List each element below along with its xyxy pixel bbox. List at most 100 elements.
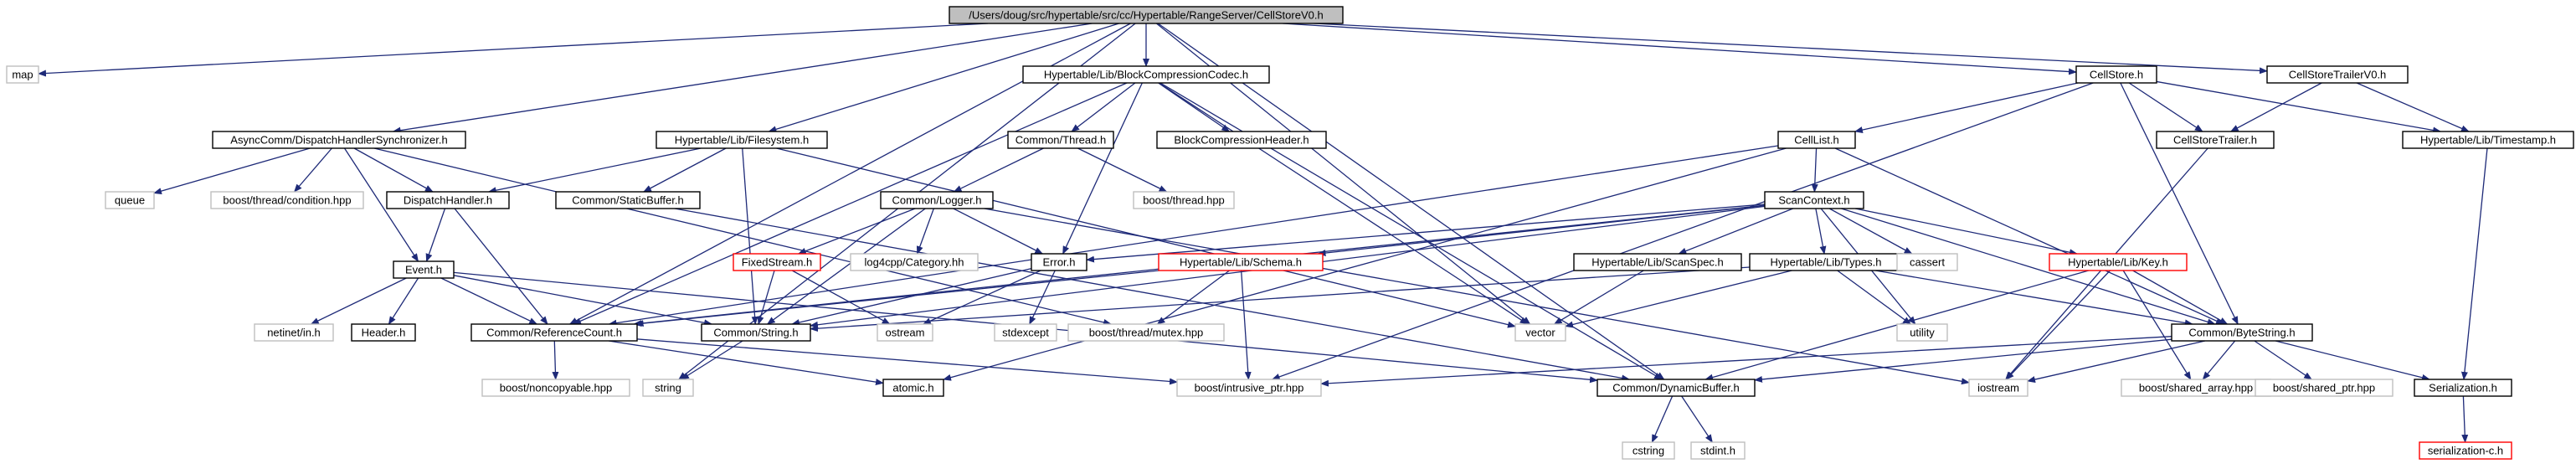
node-box-utility	[1896, 323, 1948, 342]
node-cst[interactable]: CellStoreTrailer.h	[2156, 131, 2275, 149]
node-fixed[interactable]: FixedStream.h	[733, 253, 821, 271]
node-atomic[interactable]: atomic.h	[882, 379, 944, 397]
node-label-celllist: CellList.h	[1794, 134, 1838, 147]
node-label-scanspec: Hypertable/Lib/ScanSpec.h	[1591, 256, 1724, 269]
node-dispatch[interactable]: DispatchHandler.h	[386, 191, 510, 209]
node-iptr[interactable]: boost/intrusive_ptr.hpp	[1176, 379, 1322, 397]
edge-root-to-async	[392, 23, 1093, 134]
node-box-cstv0	[2266, 65, 2409, 84]
node-label-queue: queue	[115, 194, 145, 207]
node-box-cstring	[1622, 441, 1675, 460]
node-label-schema: Hypertable/Lib/Schema.h	[1180, 256, 1302, 269]
node-netinet[interactable]: netinet/in.h	[254, 323, 334, 342]
node-box-dynbuf	[1597, 379, 1756, 397]
node-queue[interactable]: queue	[105, 191, 155, 209]
node-box-log4	[850, 253, 979, 271]
node-label-fixed: FixedStream.h	[742, 256, 813, 269]
node-error[interactable]: Error.h	[1031, 253, 1087, 271]
node-mutex[interactable]: boost/thread/mutex.hpp	[1067, 323, 1225, 342]
edge-bytestr-to-iptr	[1320, 336, 2172, 387]
node-shptr[interactable]: boost/shared_ptr.hpp	[2255, 379, 2393, 397]
node-stdexcept[interactable]: stdexcept	[994, 323, 1057, 342]
edge-root-to-cellstore	[1283, 23, 2077, 75]
node-box-map	[6, 65, 39, 84]
node-scanspec[interactable]: Hypertable/Lib/ScanSpec.h	[1573, 253, 1742, 271]
node-noncopy[interactable]: boost/noncopyable.hpp	[481, 379, 630, 397]
node-box-condition	[210, 191, 364, 209]
node-schema[interactable]: Hypertable/Lib/Schema.h	[1158, 253, 1324, 271]
node-refcount[interactable]: Common/ReferenceCount.h	[470, 323, 638, 342]
node-timestamp[interactable]: Hypertable/Lib/Timestamp.h	[2402, 131, 2574, 149]
edge-bytestr-to-iostream	[2027, 340, 2206, 383]
edge-bytestr-to-shptr	[2254, 340, 2312, 380]
node-fs[interactable]: Hypertable/Lib/Filesystem.h	[656, 131, 828, 149]
node-ostream[interactable]: ostream	[877, 323, 933, 342]
node-condition[interactable]: boost/thread/condition.hpp	[210, 191, 364, 209]
node-box-sbuf	[555, 191, 701, 209]
node-stdint[interactable]: stdint.h	[1690, 441, 1746, 460]
edge-types-to-utility	[1837, 270, 1912, 325]
node-logger[interactable]: Common/Logger.h	[880, 191, 994, 209]
node-serial[interactable]: Serialization.h	[2414, 379, 2512, 397]
edge-cellstore-to-iptr	[1271, 82, 2094, 380]
node-celllist[interactable]: CellList.h	[1777, 131, 1856, 149]
node-cstv0[interactable]: CellStoreTrailerV0.h	[2266, 65, 2409, 84]
node-cellstore[interactable]: CellStore.h	[2075, 65, 2157, 84]
edge-cstv0-to-cst	[2229, 82, 2322, 132]
node-map[interactable]: map	[6, 65, 39, 84]
edge-dynbuf-to-stdint	[1681, 395, 1713, 443]
node-label-bcc: Hypertable/Lib/BlockCompressionCodec.h	[1044, 69, 1248, 81]
edge-logger-to-log4	[916, 208, 934, 255]
node-label-bch: BlockCompressionHeader.h	[1174, 134, 1309, 147]
node-label-stdexcept: stdexcept	[1002, 327, 1049, 339]
node-label-condition: boost/thread/condition.hpp	[223, 194, 351, 207]
edge-dynbuf-to-cstring	[1651, 395, 1674, 443]
node-thread[interactable]: Common/Thread.h	[1007, 131, 1114, 149]
node-root[interactable]: /Users/doug/src/hypertable/src/cc/Hypert…	[949, 6, 1344, 24]
node-iostream[interactable]: iostream	[1968, 379, 2028, 397]
node-serialc[interactable]: serialization-c.h	[2419, 441, 2512, 460]
edge-event-to-cstr	[453, 275, 713, 327]
node-cstring[interactable]: cstring	[1622, 441, 1675, 460]
node-header[interactable]: Header.h	[351, 323, 416, 342]
node-label-ostream: ostream	[886, 327, 925, 339]
edge-sbuf-to-dynbuf	[674, 208, 1631, 382]
edge-async-to-mutex	[373, 147, 1113, 326]
node-scanctx[interactable]: ScanContext.h	[1764, 191, 1864, 209]
node-sharr[interactable]: boost/shared_array.hpp	[2121, 379, 2271, 397]
edge-thread-to-bthread	[1077, 147, 1168, 193]
edge-celllist-to-scanctx	[1811, 147, 1818, 193]
node-string[interactable]: string	[642, 379, 694, 397]
edge-root-to-map	[38, 23, 989, 77]
node-utility[interactable]: utility	[1896, 323, 1948, 342]
edge-fixed-to-ostream	[791, 270, 891, 325]
edge-scanctx-to-scanspec	[1678, 208, 1793, 255]
node-bytestr[interactable]: Common/ByteString.h	[2171, 323, 2313, 342]
node-event[interactable]: Event.h	[393, 260, 455, 279]
node-dynbuf[interactable]: Common/DynamicBuffer.h	[1597, 379, 1756, 397]
edge-key-to-sharr	[2122, 270, 2192, 380]
node-box-iptr	[1176, 379, 1322, 397]
node-sbuf[interactable]: Common/StaticBuffer.h	[555, 191, 701, 209]
node-label-key: Hypertable/Lib/Key.h	[2068, 256, 2168, 269]
node-bch[interactable]: BlockCompressionHeader.h	[1156, 131, 1327, 149]
node-cassert[interactable]: cassert	[1896, 253, 1958, 271]
edge-bcc-to-vector	[1158, 82, 1529, 325]
node-box-serialc	[2419, 441, 2512, 460]
node-box-stdint	[1690, 441, 1746, 460]
node-bcc[interactable]: Hypertable/Lib/BlockCompressionCodec.h	[1022, 65, 1270, 84]
edge-scanctx-to-bytestr	[1841, 208, 2216, 326]
node-box-event	[393, 260, 455, 279]
node-key[interactable]: Hypertable/Lib/Key.h	[2049, 253, 2188, 271]
node-log4[interactable]: log4cpp/Category.hh	[850, 253, 979, 271]
node-async[interactable]: AsyncComm/DispatchHandlerSynchronizer.h	[212, 131, 466, 149]
node-vector[interactable]: vector	[1514, 323, 1566, 342]
edge-logger-to-fixed	[797, 208, 916, 255]
edge-async-to-condition	[293, 147, 332, 193]
node-types[interactable]: Hypertable/Lib/Types.h	[1749, 253, 1903, 271]
edge-bcc-to-error	[1062, 82, 1143, 255]
node-box-logger	[880, 191, 994, 209]
node-box-dispatch	[386, 191, 510, 209]
node-bthread[interactable]: boost/thread.hpp	[1133, 191, 1235, 209]
node-cstr[interactable]: Common/String.h	[701, 323, 811, 342]
